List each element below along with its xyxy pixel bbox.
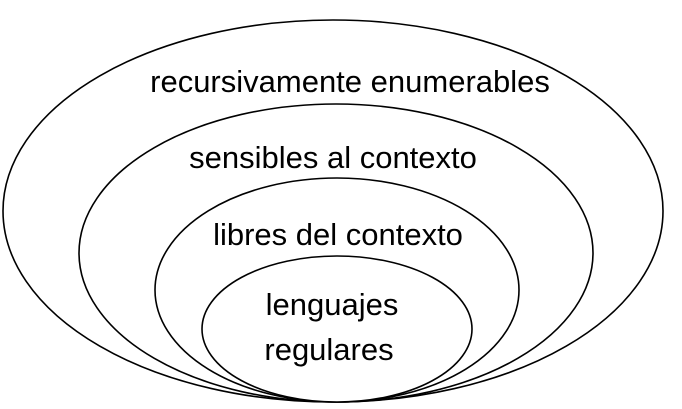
inner-label-line2: regulares — [264, 332, 393, 367]
inner-label-line1: lenguajes — [266, 287, 399, 322]
second-label: sensibles al contexto — [189, 140, 477, 175]
inner-ellipse — [201, 255, 473, 403]
third-label: libres del contexto — [213, 217, 463, 252]
outer-label: recursivamente enumerables — [150, 64, 550, 99]
